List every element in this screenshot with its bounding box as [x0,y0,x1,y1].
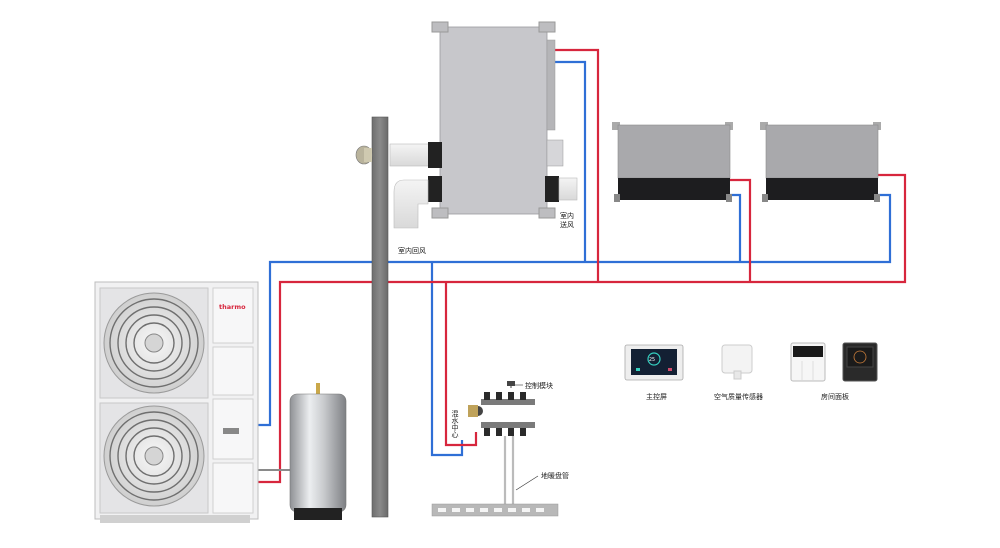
return-pipes [258,60,892,457]
air-quality-sensor [721,344,753,380]
mixing-center-vertical-label: 混水中心 [451,409,459,438]
fresh-air-unit [389,21,578,229]
control-module-label: 控制模块 [525,381,553,390]
floor-heating-pipe-label: 地暖盘管 [541,471,569,480]
indoor-supply-air-label-1: 室内 [560,211,574,220]
indoor-return-air-label: 室内回风 [398,246,426,255]
room-panel-label: 房间面板 [821,392,849,401]
main-control-screen-label: 主控屏 [646,392,667,401]
fan-coil-unit-2 [760,122,881,202]
indoor-supply-air-label-2: 送风 [560,220,574,229]
main-control-screen [624,344,684,381]
wall-column [355,116,389,518]
brand-logo: tharmo [219,303,246,311]
buffer-water-tank [289,383,347,520]
main-control-screen-temperature: 25 [649,357,655,363]
room-panel-white [790,342,826,382]
floor-heating-coil [431,503,559,517]
room-panel-black [842,342,878,382]
mixing-center-manifold [468,381,535,505]
svg-text:混水中心: 混水中心 [451,409,459,438]
supply-pipes [258,48,907,484]
outdoor-heat-pump-unit [94,281,259,523]
fan-coil-unit-1 [612,122,733,202]
floor-heating-leader [515,475,539,491]
air-quality-sensor-label: 空气质量传感器 [714,392,763,401]
